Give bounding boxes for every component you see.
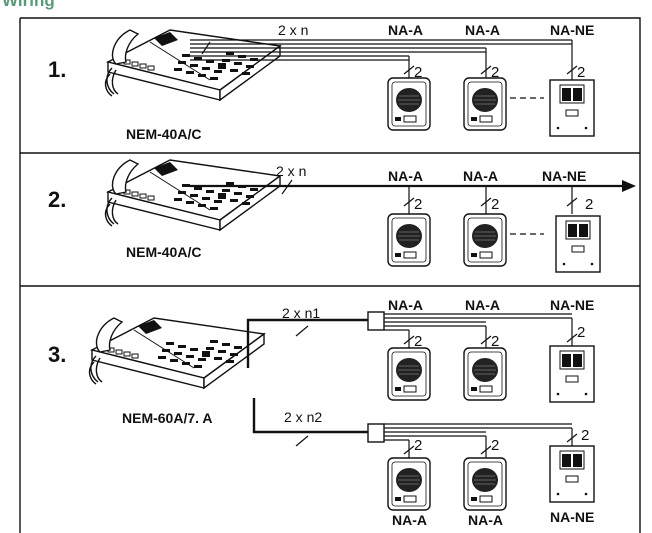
diagram-number: 1. [48,57,66,82]
bus-label: 2 x n [278,22,308,38]
diagram-2: 2. NEM-40A/C 2 x n NA-A NA-A NA-NE 2 2 2 [48,159,636,273]
controller-label: NEM-40A/C [126,126,201,142]
panel-label: NA-A [465,297,500,313]
page-title: Wiring [2,0,55,10]
drop-label: 2 [414,64,422,81]
connection-box [367,423,385,443]
call-station-panel [387,77,431,131]
panel-label: NA-NE [542,168,586,184]
diagram-number: 2. [48,187,66,212]
bus-arrow-icon [622,180,636,192]
call-station-panel [387,457,431,511]
branch-label: 2 x n1 [282,305,320,321]
drop-label: 2 [577,64,585,81]
panel-label: NA-A [463,168,498,184]
master-station-console [104,159,281,231]
panel-label: NA-A [465,22,500,38]
panel-label: NA-A [392,512,427,528]
drop-label: 2 [577,324,585,341]
bus-wires [190,39,578,99]
drop-label: 2 [414,196,422,213]
panel-label: NA-A [468,512,503,528]
drop-label: 2 [491,196,499,213]
panel-label: NA-A [388,22,423,38]
panel-label: NA-NE [550,22,594,38]
drop-label: 2 [491,333,499,350]
call-station-panel [555,215,601,273]
bus-label: 2 x n [276,163,306,179]
call-station-panel [549,445,595,503]
controller-label: NEM-60A/7. A [122,410,213,426]
diagram-1: 1. NEM-40A/C 2 x n NA-A NA-A NA-NE 2 2 2 [48,22,595,142]
connection-box [367,311,385,331]
master-station-console [88,317,265,389]
branch-wires [246,313,578,458]
call-station-panel [463,213,507,267]
panel-label: NA-NE [550,509,594,525]
drop-label: 2 [491,437,499,454]
call-station-panel [549,79,595,137]
call-station-panel [387,347,431,401]
panel-label: NA-NE [550,297,594,313]
drop-label: 2 [414,333,422,350]
drop-label: 2 [585,196,593,213]
diagram-number: 3. [48,342,66,367]
frame [19,17,641,533]
panel-label: NA-A [388,168,423,184]
branch-label: 2 x n2 [284,409,322,425]
drop-label: 2 [491,64,499,81]
call-station-panel [463,77,507,131]
bus-wires [190,179,622,235]
call-station-panel [549,345,595,403]
call-station-panel [463,347,507,401]
controller-label: NEM-40A/C [126,244,201,260]
call-station-panel [387,213,431,267]
drop-label: 2 [414,437,422,454]
panel-label: NA-A [388,297,423,313]
drop-label: 2 [581,427,589,444]
diagram-3: 3. NEM-60A/7. A [48,297,595,528]
call-station-panel [463,457,507,511]
